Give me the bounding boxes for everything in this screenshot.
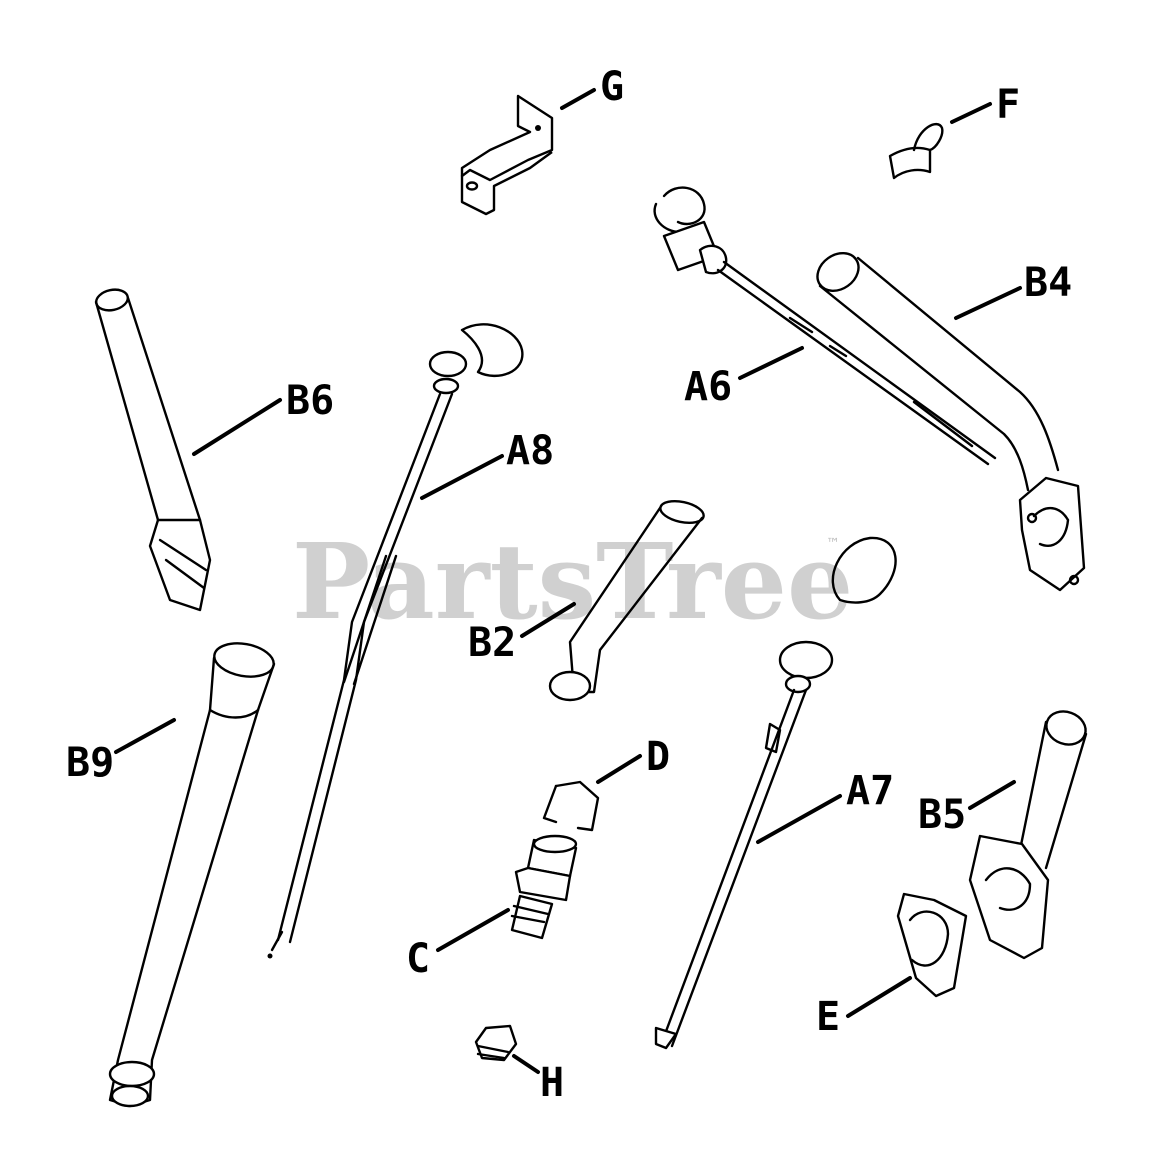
callout-c: C <box>406 936 430 982</box>
callout-h: H <box>540 1060 564 1106</box>
callout-a6: A6 <box>684 364 732 410</box>
leader-b9 <box>114 718 176 754</box>
leader-a7 <box>756 794 842 844</box>
leader-b4 <box>954 286 1022 320</box>
part-a7-dipstick <box>654 536 897 1050</box>
callout-f: F <box>996 82 1020 128</box>
part-b4-tube <box>816 252 1086 592</box>
callout-a7: A7 <box>846 768 894 814</box>
callout-b4: B4 <box>1024 260 1072 306</box>
leader-h <box>512 1054 540 1074</box>
leader-b2 <box>520 602 576 638</box>
part-a8-dipstick <box>267 323 524 959</box>
part-b5-tube <box>968 710 1088 960</box>
callout-b2: B2 <box>468 620 516 666</box>
leader-b5 <box>968 780 1016 810</box>
part-f-clip <box>888 122 944 180</box>
callout-b9: B9 <box>66 740 114 786</box>
leader-a6 <box>738 346 804 380</box>
watermark-trademark: ™ <box>826 536 840 552</box>
leader-lines <box>114 88 1022 1074</box>
part-h-plug <box>474 1024 518 1062</box>
part-b6-tube <box>94 288 212 612</box>
part-a6-dipstick <box>653 186 997 466</box>
callout-d: D <box>646 734 670 780</box>
callout-b5: B5 <box>918 792 966 838</box>
callout-e: E <box>816 994 840 1040</box>
callout-labels: G F B4 B6 A6 A8 B2 B9 D A7 B5 C E H <box>66 64 1072 1106</box>
callout-g: G <box>600 64 624 110</box>
leader-e <box>846 976 912 1018</box>
leader-c <box>436 908 510 952</box>
part-e-gasket <box>896 892 968 998</box>
part-d-clip <box>542 780 600 832</box>
leader-a8 <box>420 454 504 500</box>
part-b9-tube <box>108 642 276 1108</box>
leader-b6 <box>192 398 282 456</box>
part-c-fitting <box>510 834 578 940</box>
leader-d <box>596 754 642 784</box>
leader-f <box>950 102 992 124</box>
part-b2-tube <box>548 500 705 702</box>
part-g-bracket <box>460 94 554 216</box>
leader-g <box>560 88 596 110</box>
callout-a8: A8 <box>506 428 554 474</box>
watermark-text: PartsTree <box>292 520 853 643</box>
callout-b6: B6 <box>286 378 334 424</box>
